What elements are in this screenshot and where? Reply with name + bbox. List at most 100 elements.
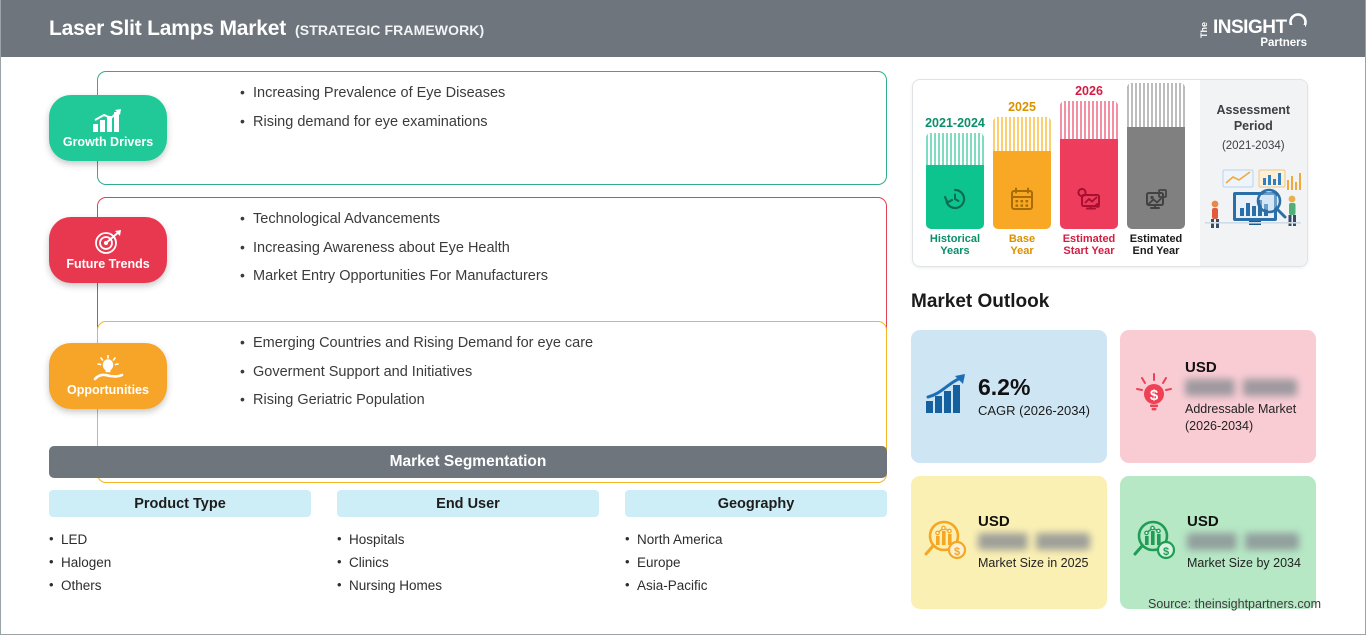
outlook-card-row-1: 6.2% CAGR (2026-2034) — [911, 330, 1323, 463]
page-subtitle: (STRATEGIC FRAMEWORK) — [295, 21, 485, 38]
lightbulb-hand-icon — [91, 355, 125, 381]
card-addressable-market[interactable]: $ USD Addressable Market (2026-2034) — [1120, 330, 1316, 463]
card-body: USD Market Size in 2025 — [978, 513, 1095, 571]
badge-opportunities[interactable]: Opportunities — [49, 343, 167, 409]
svg-text:$: $ — [1150, 387, 1159, 404]
timeline-bar-stripes — [1060, 100, 1118, 139]
card-body: 6.2% CAGR (2026-2034) — [978, 374, 1095, 418]
timeline-bar-base-year: 2025 — [992, 100, 1052, 258]
cagr-value: 6.2% — [978, 374, 1031, 401]
svg-text:The: The — [1199, 22, 1209, 38]
card-description: Market Size in 2025 — [978, 556, 1089, 571]
segmentation-header-product-type: Product Type — [49, 490, 311, 517]
timeline-year-label: 2021-2024 — [925, 115, 985, 130]
timeline-bar-estimated-end-year: 2034 — [1126, 79, 1186, 258]
currency-label: USD — [978, 513, 1010, 531]
source-attribution: Source: theinsightpartners.com — [1147, 597, 1321, 611]
card-market-size-2025[interactable]: $ USD Market Size in 2025 — [911, 476, 1107, 609]
list-item: Goverment Support and Initiatives — [240, 364, 870, 380]
future-trends-bullet-list: Technological Advancements Increasing Aw… — [240, 211, 870, 284]
monitor-gear-icon — [1076, 186, 1102, 217]
caption-line-1: Base — [1008, 232, 1036, 245]
bar-chart-growth-icon — [91, 107, 125, 133]
card-body: USD Addressable Market (2026-2034) — [1185, 359, 1304, 434]
caption-line-2: Year — [1010, 245, 1034, 258]
assessment-title-line-1: Assessment — [1216, 103, 1291, 117]
insight-partners-logo: The INSIGHT Partners — [1193, 9, 1311, 49]
caption-line-2: Years — [940, 245, 970, 258]
card-description: Market Size by 2034 — [1187, 556, 1301, 571]
currency-label: USD — [1185, 359, 1217, 377]
timeline-bar-stripes — [926, 132, 984, 165]
analytics-dashboard-illustration — [1203, 166, 1303, 237]
column-header-label: Product Type — [134, 495, 226, 512]
segmentation-header-end-user: End User — [337, 490, 599, 517]
lightbulb-dollar-icon: $ — [1132, 372, 1176, 421]
segmentation-columns: Product Type LED Halogen Others End User… — [49, 490, 887, 602]
timeline-bar-historical-years: 2021-2024 Historic — [925, 116, 985, 258]
page-title: Laser Slit Lamps Market — [49, 16, 286, 40]
currency-label: USD — [1187, 513, 1219, 531]
list-item: Nursing Homes — [337, 578, 599, 594]
segmentation-column-end-user: End User Hospitals Clinics Nursing Homes — [337, 490, 599, 602]
card-description: Addressable Market (2026-2034) — [1185, 402, 1297, 433]
segmentation-list-end-user: Hospitals Clinics Nursing Homes — [337, 532, 599, 594]
list-item: Technological Advancements — [240, 211, 870, 227]
badge-label: Future Trends — [66, 257, 150, 271]
timeline-bars: 2021-2024 Historic — [913, 80, 1200, 266]
timeline-bar-caption: Estimated End Year — [1130, 233, 1183, 258]
timeline-bar-fill — [1060, 100, 1118, 229]
market-segmentation-title: Market Segmentation — [389, 453, 547, 470]
outlook-card-row-2: $ USD Market Size in 2025 — [911, 476, 1323, 609]
timeline-year-label: 2034 — [1142, 79, 1170, 80]
page-header: Laser Slit Lamps Market (STRATEGIC FRAME… — [1, 0, 1365, 57]
opportunities-bullet-list: Emerging Countries and Rising Demand for… — [240, 335, 870, 408]
badge-label: Growth Drivers — [62, 135, 154, 149]
segmentation-column-product-type: Product Type LED Halogen Others — [49, 490, 311, 602]
timeline-bar-stripes — [993, 116, 1051, 151]
clock-history-icon — [942, 186, 968, 217]
svg-text:Partners: Partners — [1260, 37, 1307, 49]
caption-line-1: Historical — [929, 232, 981, 245]
timeline-bar-caption: Estimated Start Year — [1063, 233, 1116, 258]
caption-line-1: Estimated — [1129, 232, 1183, 245]
assessment-period-panel: Assessment Period (2021-2034) — [1199, 80, 1307, 266]
list-item: Others — [49, 578, 311, 594]
card-market-size-2034[interactable]: $ USD Market Size by 2034 — [1120, 476, 1316, 609]
list-item: LED — [49, 532, 311, 548]
list-item: Market Entry Opportunities For Manufactu… — [240, 268, 870, 284]
svg-text:$: $ — [954, 546, 960, 558]
timeline-bar-estimated-start-year: 2026 — [1059, 84, 1119, 258]
list-item: Halogen — [49, 555, 311, 571]
list-item: Rising demand for eye examinations — [240, 114, 870, 130]
column-header-label: Geography — [717, 495, 795, 512]
bar-chart-arrow-icon — [923, 373, 969, 420]
svg-text:INSIGHT: INSIGHT — [1213, 17, 1287, 38]
list-item: Asia-Pacific — [625, 578, 887, 594]
cagr-label: CAGR (2026-2034) — [978, 402, 1090, 418]
outlook-cards: 6.2% CAGR (2026-2034) — [911, 330, 1323, 622]
assessment-period-card: 2021-2024 Historic — [912, 79, 1308, 267]
redacted-value — [1185, 379, 1297, 397]
column-header-label: End User — [436, 495, 500, 512]
timeline-bar-fill — [993, 116, 1051, 229]
timeline-year-label: 2026 — [1075, 83, 1103, 98]
redacted-value — [978, 533, 1090, 551]
segmentation-list-product-type: LED Halogen Others — [49, 532, 311, 594]
caption-line-2: Start Year — [1063, 245, 1115, 258]
timeline-bar-caption: Base Year — [1009, 233, 1035, 258]
market-outlook-title: Market Outlook — [911, 291, 1050, 312]
segmentation-list-geography: North America Europe Asia-Pacific — [625, 532, 887, 594]
list-item: North America — [625, 532, 887, 548]
segmentation-header-geography: Geography — [625, 490, 887, 517]
card-cagr[interactable]: 6.2% CAGR (2026-2034) — [911, 330, 1107, 463]
badge-future-trends[interactable]: Future Trends — [49, 217, 167, 283]
list-item: Hospitals — [337, 532, 599, 548]
caption-line-1: Estimated — [1062, 232, 1116, 245]
badge-growth-drivers[interactable]: Growth Drivers — [49, 95, 167, 161]
timeline-bar-fill — [1127, 82, 1185, 229]
target-dart-icon — [93, 229, 123, 255]
assessment-period-range: (2021-2034) — [1221, 139, 1285, 152]
calendar-icon — [1009, 186, 1035, 217]
